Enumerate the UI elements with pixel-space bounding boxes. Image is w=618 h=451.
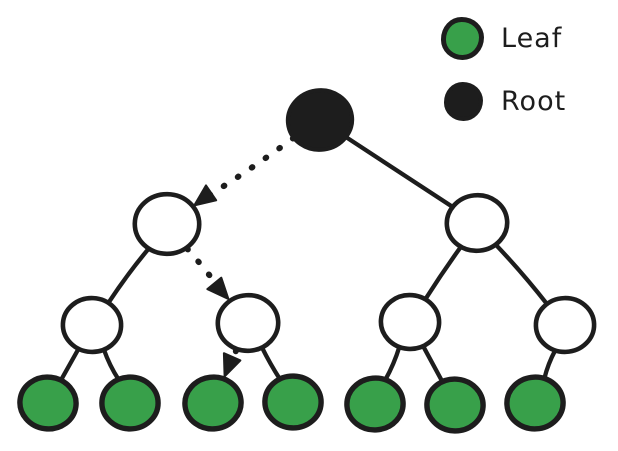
tree-edge-i5-l5 [383,344,402,383]
tree-node-leaf [504,374,566,432]
tree-edge-root-i2 [342,134,456,210]
tree-node-internal-i4 [215,292,281,354]
tree-edge-i6-l7 [542,348,558,381]
tree-node-leaf [182,374,244,432]
tree-node-leaf [344,375,406,433]
tree-edge-i5-l6 [420,343,445,385]
arrowhead-icon [193,184,218,207]
arrowhead-icon [222,352,242,378]
tree-node-internal-i1 [132,191,202,257]
tree-node-internal-i5 [378,292,442,352]
tree-edge-i2-i5 [422,244,464,302]
tree-edge-i3-l1 [58,346,81,383]
tree-edge-i4-l3 [228,347,239,363]
tree-node-leaf [424,376,486,434]
tree-node-internal-i6 [533,295,597,355]
tree-edge-root-i1 [206,135,297,199]
arrowhead-icon [206,276,230,300]
tree-node-internal-i2 [444,192,510,254]
tree-node-leaf [17,374,79,432]
tree-node-leaf [99,374,161,432]
tree-node-leaf [262,373,324,431]
tree-edge-i4-l4 [259,345,283,382]
tree-edge-i1-i4 [184,245,220,289]
tree-node-internal-i3 [60,295,124,355]
tree-edge-i2-i6 [493,242,550,307]
tree-edge-i3-l2 [101,347,121,382]
tree-edge-i1-i3 [105,245,152,306]
tree-node-root [285,88,355,152]
